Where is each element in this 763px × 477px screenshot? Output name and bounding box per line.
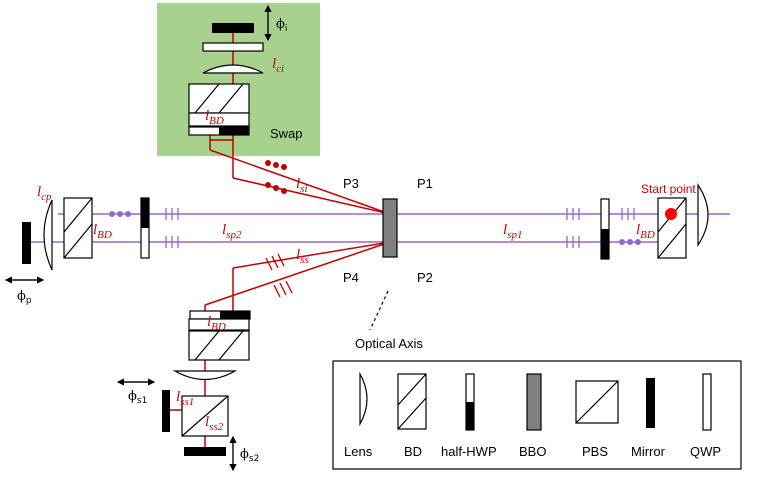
mirror-left [22, 222, 31, 264]
purple-dots [109, 211, 641, 245]
path-label-cp: lcp [37, 184, 52, 203]
qwp-top [202, 42, 264, 52]
start-point-label: Start point [641, 182, 696, 196]
p4-label: P4 [343, 270, 359, 285]
lens-bottom [172, 370, 238, 380]
bd-top-lower [188, 112, 250, 127]
phase-label-i: ϕi [276, 17, 287, 34]
legend-qwp-icon [702, 373, 712, 431]
lens-top [202, 64, 264, 74]
pump-beams [30, 213, 730, 243]
purple-tick-marks [165, 208, 635, 248]
legend-label-lens: Lens [344, 444, 373, 459]
legend-label-half-hwp: half-HWP [441, 444, 497, 459]
path-label-ss: lss [296, 247, 309, 266]
phase-arrows [4, 4, 272, 472]
legend-bd-icon [397, 373, 427, 430]
legend: Lens BD half-HWP BBO PBS Mirror QWP [332, 360, 742, 470]
path-label-bd-right: lBD [636, 222, 655, 241]
path-label-ci: lci [272, 56, 284, 75]
path-label-sp1: lsp1 [503, 222, 522, 241]
bbo-crystal [382, 198, 398, 258]
p3-label: P3 [343, 176, 359, 191]
legend-label-bbo: BBO [519, 444, 546, 459]
start-point-dot [665, 208, 677, 220]
path-label-sp2: lsp2 [222, 222, 242, 241]
path-label-bd-top: lBD [205, 108, 224, 127]
legend-label-bd: BD [404, 444, 422, 459]
mirror-bottom [184, 447, 226, 456]
phase-label-s2: ϕs2 [240, 447, 259, 464]
bd-right [657, 197, 687, 259]
path-label-ss1: lss1 [176, 389, 194, 408]
mirror-top [212, 23, 254, 33]
path-label-bd-left: lBD [93, 222, 112, 241]
p2-label: P2 [417, 270, 433, 285]
mirror-bottom-left [162, 390, 170, 432]
swap-label: Swap [270, 126, 303, 141]
path-label-ss2: lss2 [205, 414, 224, 433]
red-dots [265, 160, 287, 194]
red-tick-marks [265, 253, 293, 298]
phase-label-p: ϕp [17, 289, 32, 306]
legend-label-qwp: QWP [690, 444, 721, 459]
bd-bottom-upper [188, 318, 250, 331]
lens-right [697, 183, 709, 247]
legend-mirror-icon [646, 378, 655, 428]
legend-label-mirror: Mirror [631, 444, 666, 459]
legend-lens-icon [359, 371, 368, 427]
legend-label-pbs: PBS [582, 444, 608, 459]
legend-bbo-icon [526, 373, 542, 431]
bd-left [63, 197, 93, 259]
p1-label: P1 [417, 176, 433, 191]
lens-left [43, 199, 53, 271]
optical-axis-label: Optical Axis [355, 336, 423, 351]
optical-axis-line [369, 290, 389, 331]
path-label-bd-bottom: lBD [207, 314, 226, 333]
phase-label-s1: ϕs1 [128, 389, 147, 406]
path-label-si: lsi [296, 176, 308, 195]
